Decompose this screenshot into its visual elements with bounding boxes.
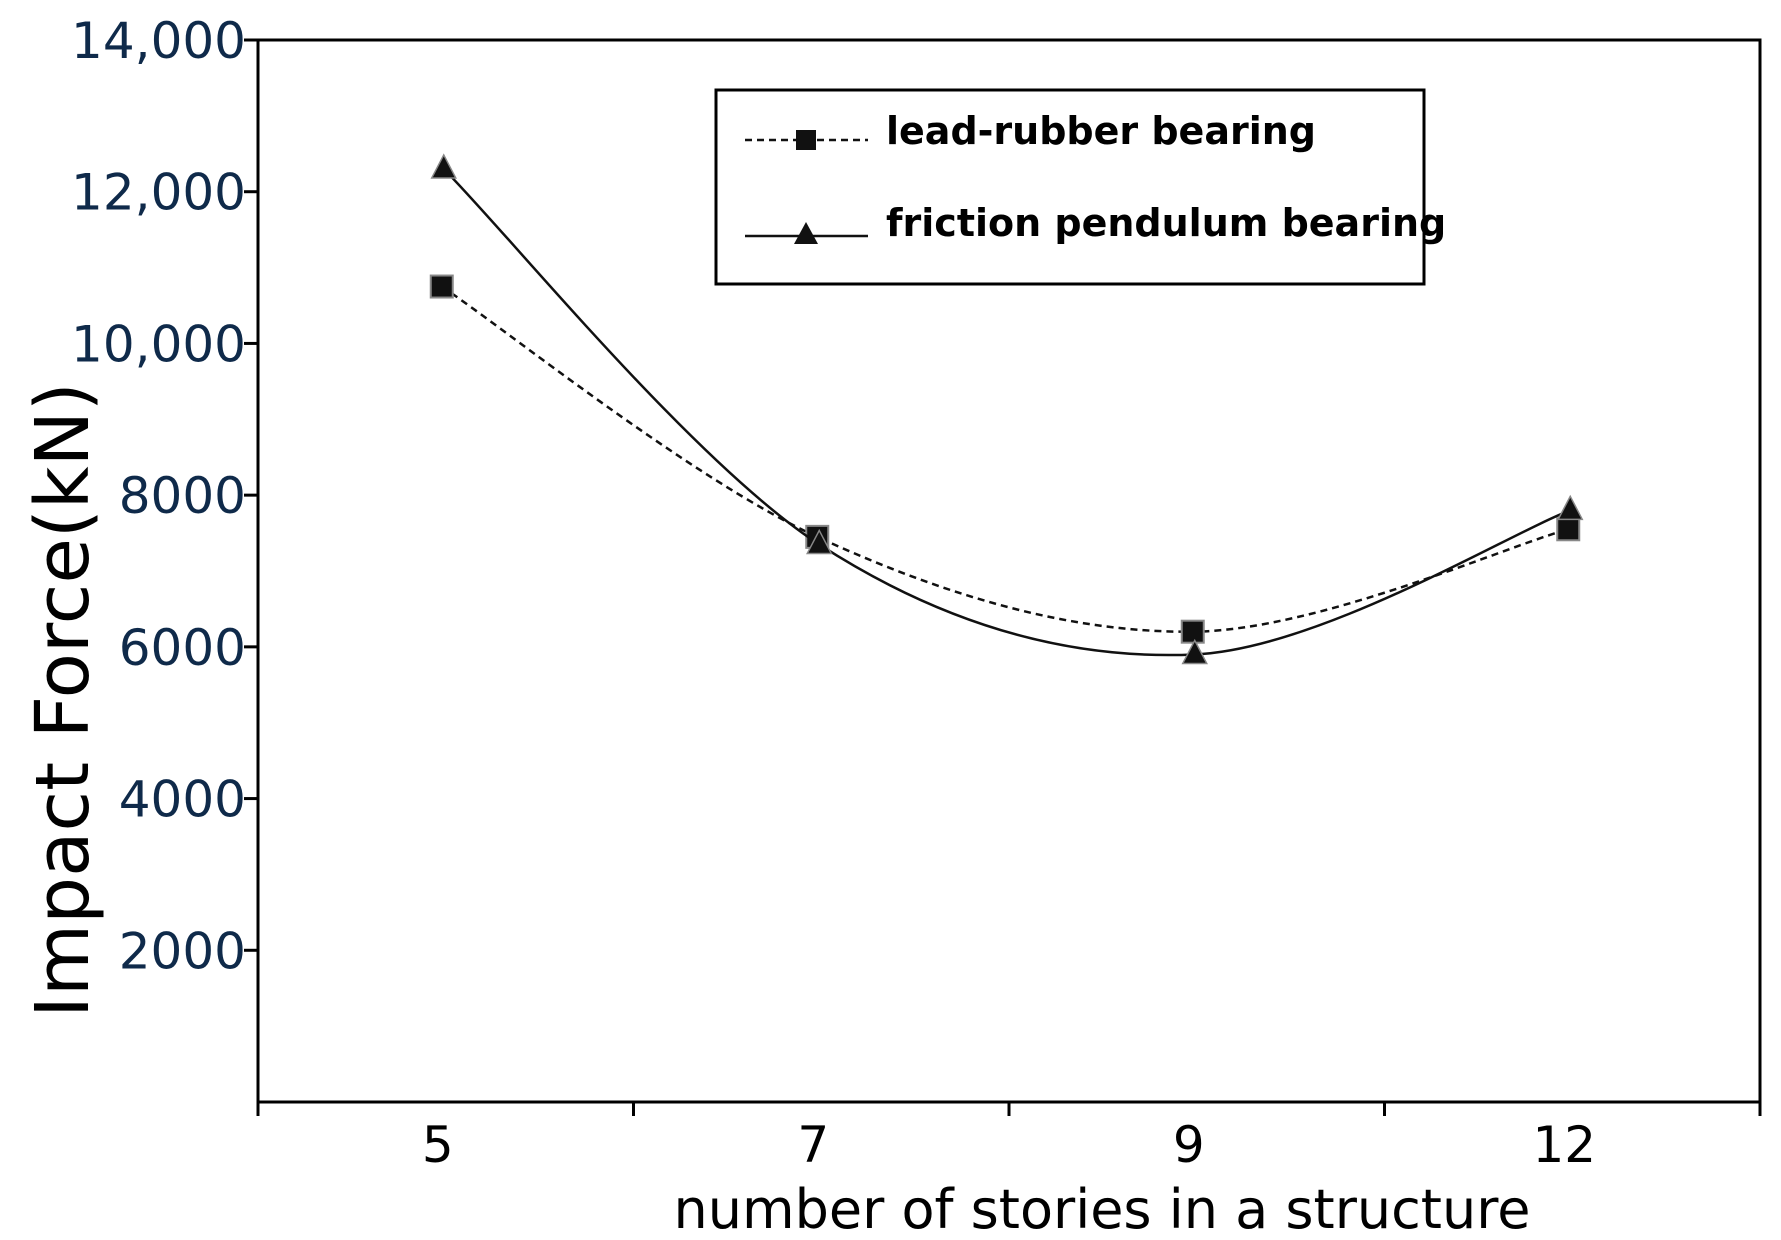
legend-marker-triangle	[794, 222, 818, 244]
legend: lead-rubber bearing friction pendulum be…	[714, 88, 1446, 286]
y-axis: 2000 4000 6000 8000 10,000 12,000 14,000	[71, 12, 258, 980]
data-point-triangle	[430, 153, 457, 179]
x-tick-label: 7	[797, 1116, 829, 1174]
y-tick-label: 2000	[119, 922, 246, 980]
y-tick-label: 4000	[119, 771, 246, 829]
y-tick-label: 8000	[119, 467, 246, 525]
legend-box	[714, 88, 1426, 286]
y-tick-label: 6000	[119, 619, 246, 677]
x-axis: 5 7 9 12	[256, 1102, 1762, 1174]
series-layer	[429, 153, 1584, 665]
data-point-square	[1556, 517, 1581, 542]
x-tick-label: 9	[1173, 1116, 1205, 1174]
y-tick-label: 12,000	[71, 164, 246, 222]
data-point-triangle	[1557, 494, 1584, 521]
legend-label-lead-rubber: lead-rubber bearing	[886, 109, 1316, 153]
series-line-lead-rubber	[441, 285, 1569, 633]
data-point-triangle	[1181, 638, 1208, 665]
y-tick-label: 14,000	[71, 12, 246, 70]
legend-label-friction-pendulum: friction pendulum bearing	[886, 201, 1446, 245]
x-axis-title: number of stories in a structure	[674, 1178, 1531, 1240]
x-tick-label: 5	[422, 1116, 454, 1174]
data-point-square	[429, 274, 454, 299]
data-point-triangle	[806, 528, 833, 555]
y-axis-title: Impact Force(kN)	[20, 382, 106, 1018]
data-point-square	[1180, 619, 1205, 644]
x-tick-label: 12	[1532, 1116, 1596, 1174]
y-tick-label: 10,000	[71, 315, 246, 373]
legend-marker-square	[796, 130, 816, 150]
series-line-friction-pendulum	[442, 168, 1571, 657]
